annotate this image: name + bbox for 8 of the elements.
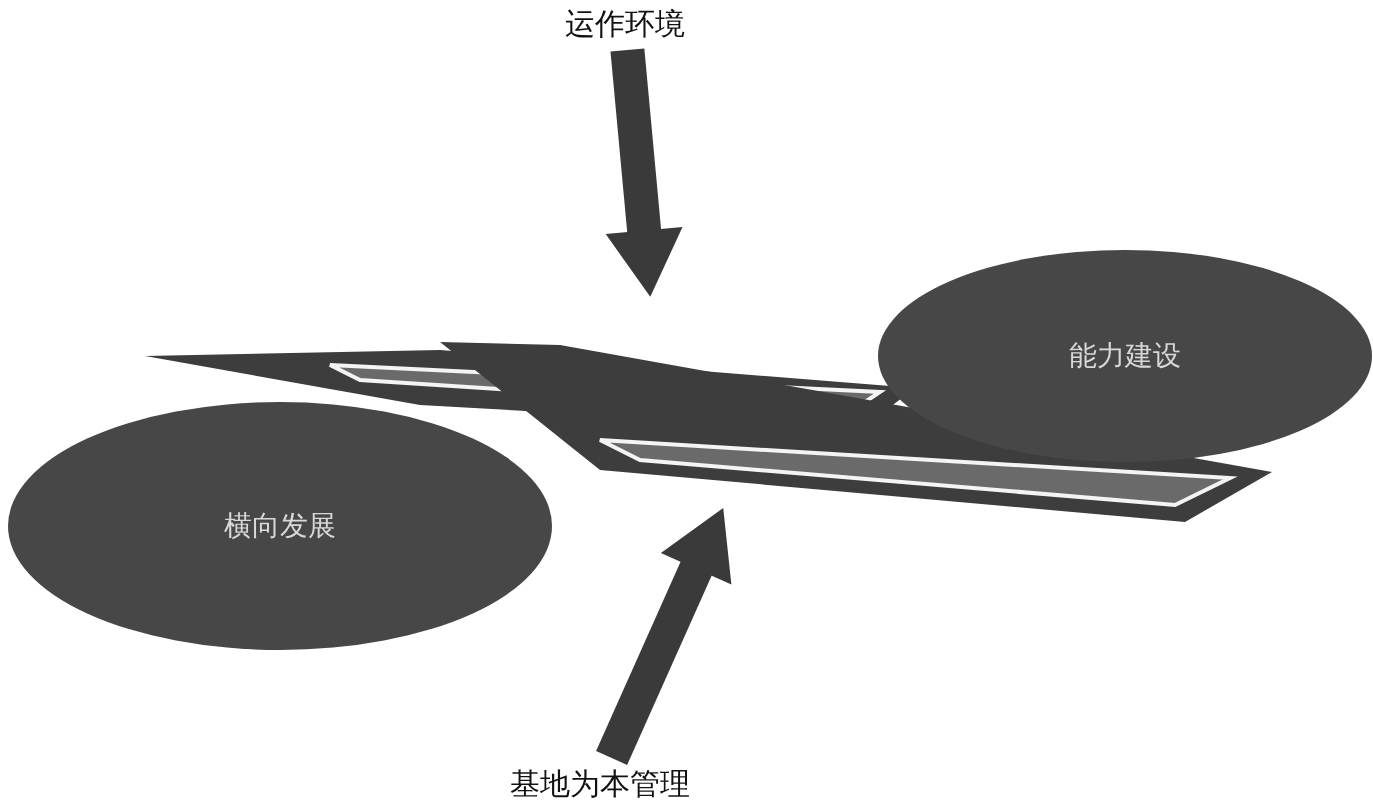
ellipse-node (8, 402, 552, 650)
arrow-caption: 运作环境 (565, 4, 685, 43)
ellipse-node (878, 250, 1372, 462)
block-arrow (596, 509, 732, 765)
block-arrow (606, 48, 682, 296)
node-label: 能力建设 (1069, 338, 1181, 374)
arrow-caption: 基地为本管理 (510, 764, 690, 803)
node-label: 横向发展 (224, 508, 336, 544)
